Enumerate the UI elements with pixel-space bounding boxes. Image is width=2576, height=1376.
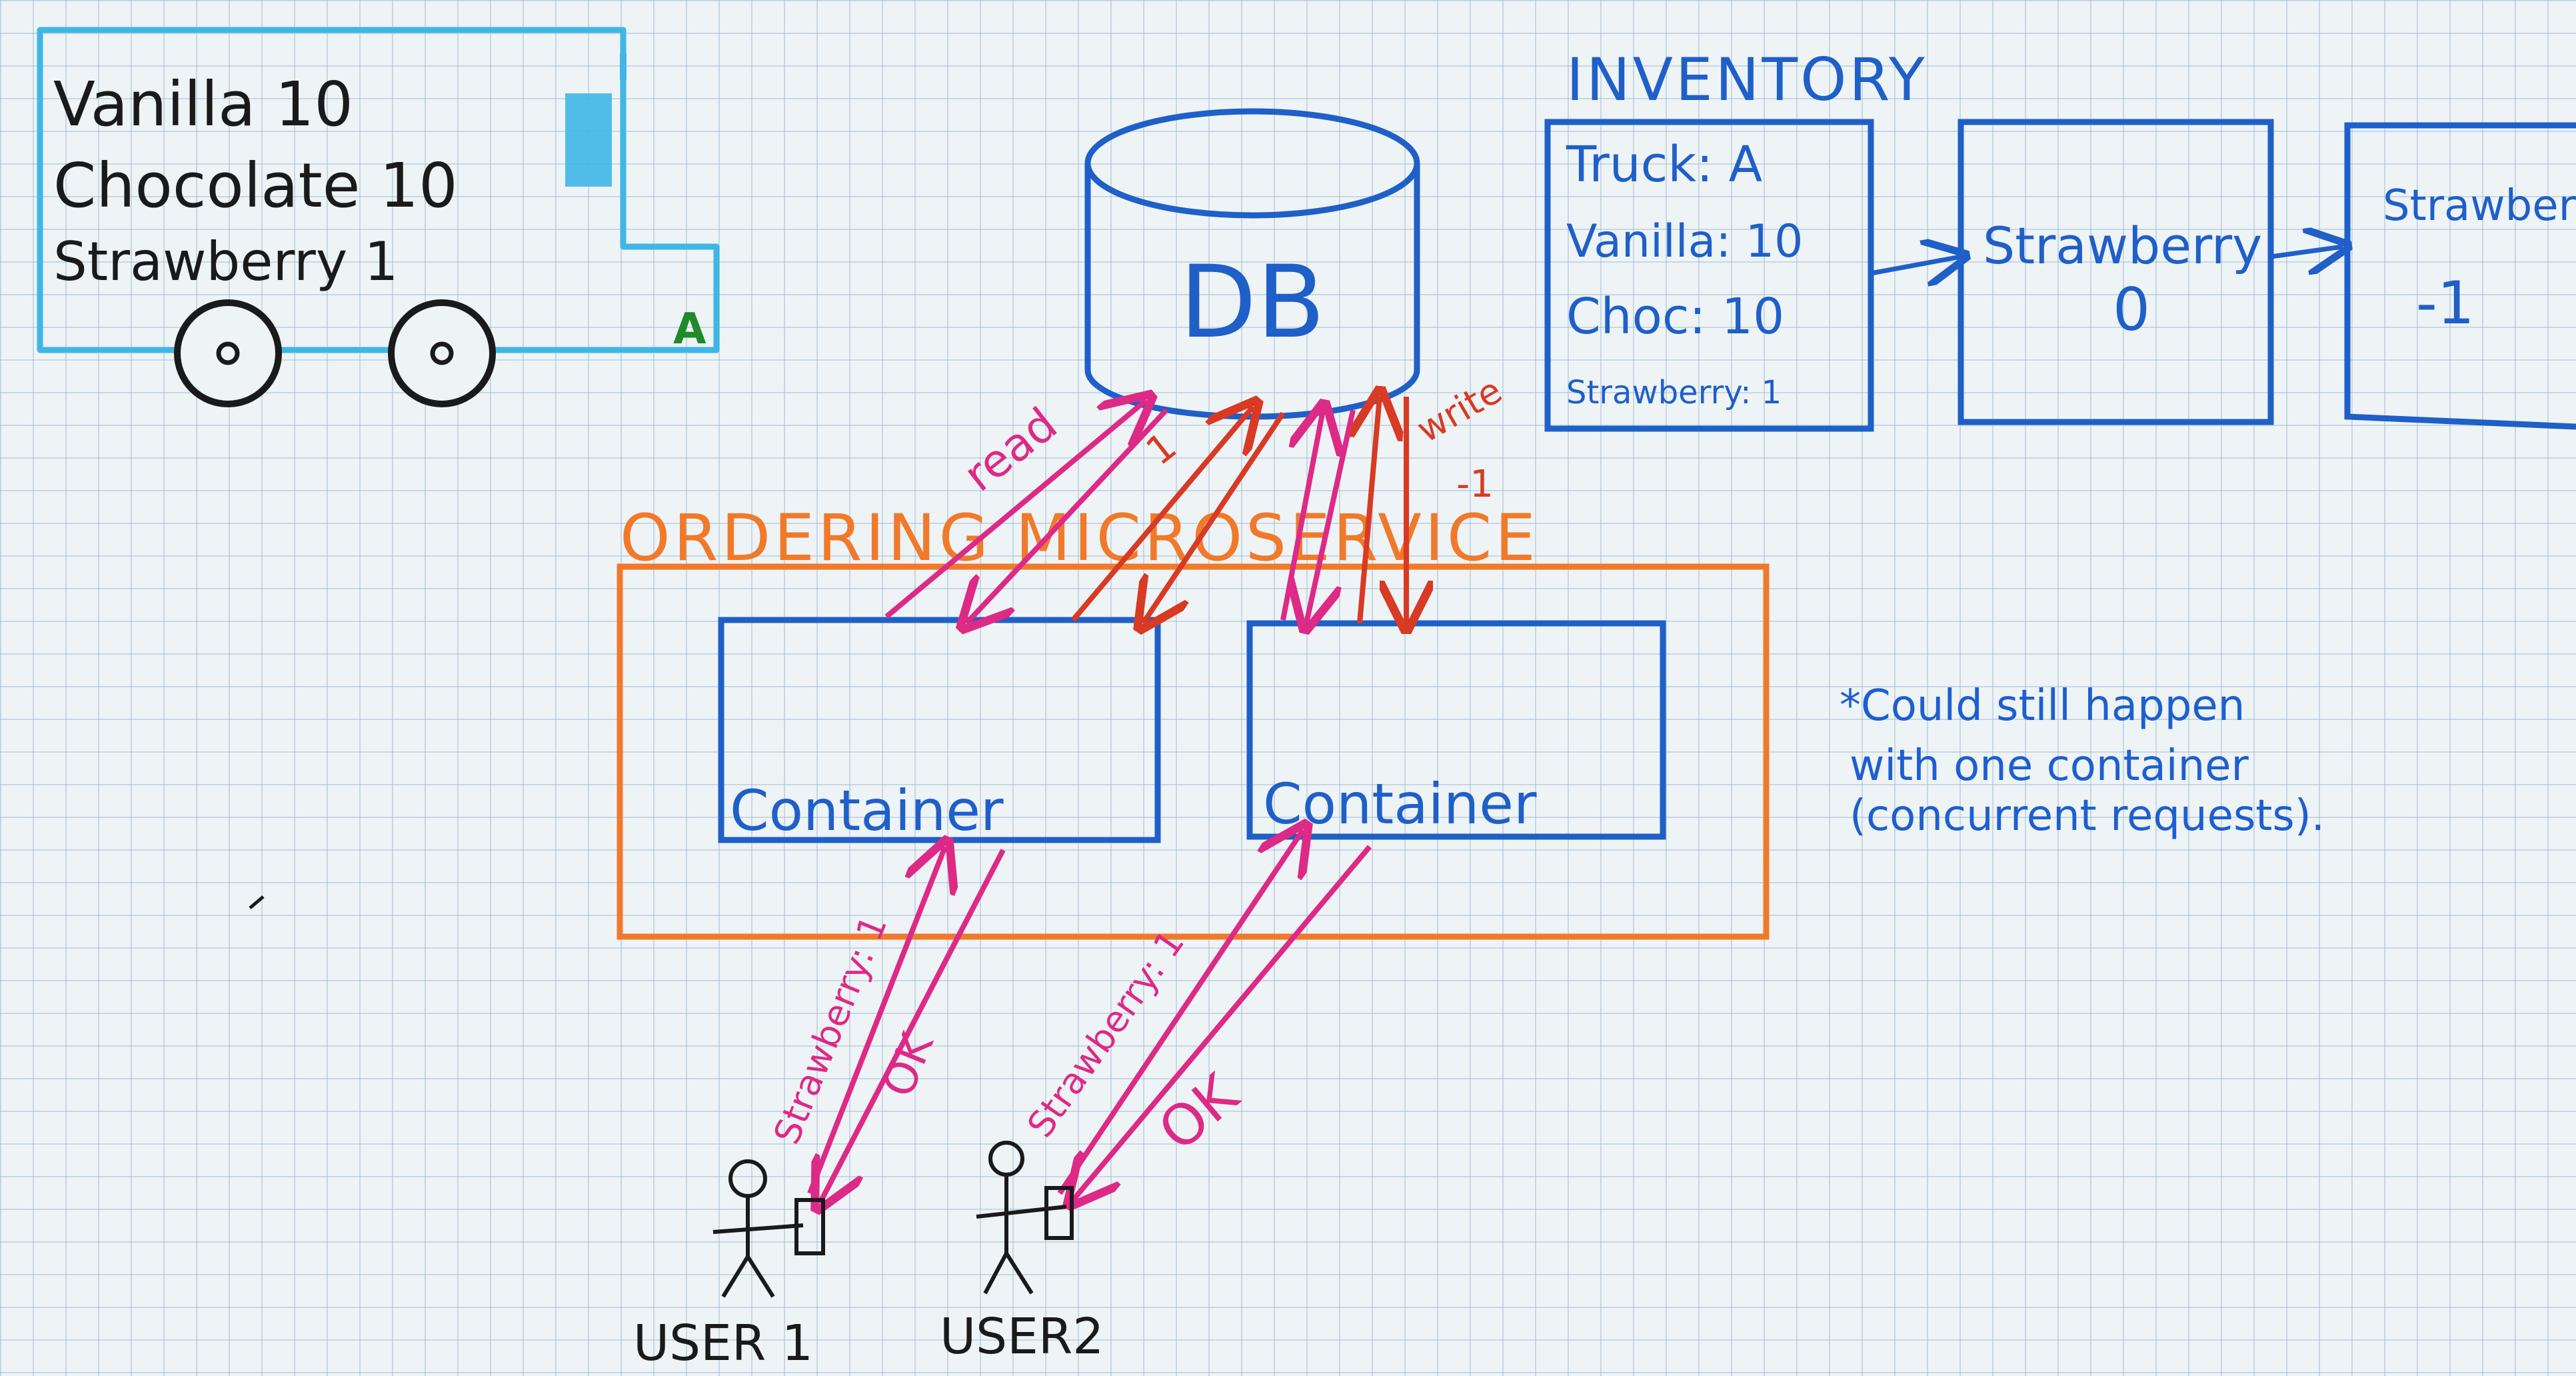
stick-figure-icon bbox=[712, 1159, 825, 1298]
inventory: INVENTORY Truck: A Vanilla: 10 Choc: 10 … bbox=[1544, 45, 2576, 432]
inventory-title: INVENTORY bbox=[1566, 45, 1928, 114]
truck-menu-strawberry: Strawberry 1 bbox=[53, 231, 399, 293]
user-1-label: USER 1 bbox=[633, 1315, 813, 1372]
inventory-history-1-name: Strawberry bbox=[1983, 216, 2262, 275]
write-arrow-1b bbox=[1143, 411, 1286, 623]
inventory-history-box-2 bbox=[2344, 122, 2576, 430]
user-2-label: USER2 bbox=[940, 1308, 1104, 1365]
container-label-1: Container bbox=[730, 778, 1004, 843]
user1-response-arrow bbox=[820, 849, 1006, 1203]
concurrency-note: *Could still happen with one container (… bbox=[1840, 681, 2325, 841]
truck-wheel-front bbox=[174, 299, 282, 407]
inventory-arrow-1 bbox=[1870, 257, 1961, 273]
truck-wheel-rear bbox=[388, 299, 496, 407]
note-line-3: (concurrent requests). bbox=[1850, 791, 2325, 841]
note-line-1: *Could still happen bbox=[1840, 681, 2245, 731]
user-traffic-arrows: Strawberry: 1 OK Strawberry: 1 OK bbox=[766, 830, 1372, 1203]
stray-pen-mark bbox=[249, 895, 265, 909]
truck-label: A bbox=[673, 305, 706, 354]
truck-menu-chocolate: Chocolate 10 bbox=[53, 150, 458, 221]
truck-menu-vanilla: Vanilla 10 bbox=[53, 69, 353, 140]
ordering-microservice: ORDERING MICROSERVICE Container Containe… bbox=[617, 501, 1770, 940]
truck-window bbox=[565, 93, 612, 187]
container-box-2 bbox=[1246, 620, 1666, 840]
write-label: write bbox=[1410, 369, 1509, 451]
stick-figure-icon bbox=[976, 1141, 1074, 1295]
user1-response-label: OK bbox=[872, 1025, 944, 1104]
write-request-arrow-2 bbox=[1360, 397, 1380, 624]
service-boundary bbox=[617, 563, 1770, 940]
inventory-history-2-name: Strawberry bbox=[2383, 181, 2576, 231]
write-value-label: -1 bbox=[1456, 463, 1494, 506]
inventory-history-1-value: 0 bbox=[2113, 275, 2150, 344]
user-2: USER2 bbox=[940, 1141, 1104, 1365]
inventory-history-box-1 bbox=[1957, 119, 2274, 425]
service-label: ORDERING MICROSERVICE bbox=[620, 501, 1539, 575]
food-truck: Vanilla 10 Chocolate 10 Strawberry 1 A bbox=[37, 27, 720, 407]
database: DB bbox=[1084, 108, 1420, 420]
user-1: USER 1 bbox=[633, 1159, 825, 1372]
user2-response-arrow bbox=[1073, 845, 1372, 1200]
truck-door-handle bbox=[620, 53, 627, 80]
read-response-arrow-1 bbox=[966, 408, 1168, 623]
read-response-arrow-2 bbox=[1306, 409, 1356, 623]
db-traffic-arrows: read 1 write -1 bbox=[884, 369, 1509, 624]
inventory-record-truck: Truck: A bbox=[1566, 136, 1763, 193]
user1-request-arrow bbox=[807, 847, 945, 1195]
inventory-arrow-2 bbox=[2270, 247, 2343, 257]
user2-response-label: OK bbox=[1146, 1061, 1251, 1163]
write-arrow-1a bbox=[1070, 407, 1253, 622]
inventory-record-vanilla: Vanilla: 10 bbox=[1566, 215, 1803, 268]
db-cylinder-top bbox=[1084, 108, 1420, 219]
read-label: read bbox=[954, 398, 1067, 503]
container-label-2: Container bbox=[1263, 771, 1537, 837]
inventory-record-strawberry: Strawberry: 1 bbox=[1566, 374, 1782, 411]
inventory-history-2-value: -1 bbox=[2416, 269, 2475, 337]
note-line-2: with one container bbox=[1850, 741, 2249, 791]
inventory-record-box bbox=[1544, 119, 1874, 432]
inventory-record-choc: Choc: 10 bbox=[1566, 288, 1784, 345]
user2-request-arrow bbox=[1057, 830, 1303, 1195]
truck-body-outline bbox=[37, 27, 720, 353]
db-label: DB bbox=[1180, 245, 1325, 361]
read-request-arrow-1 bbox=[884, 400, 1146, 619]
